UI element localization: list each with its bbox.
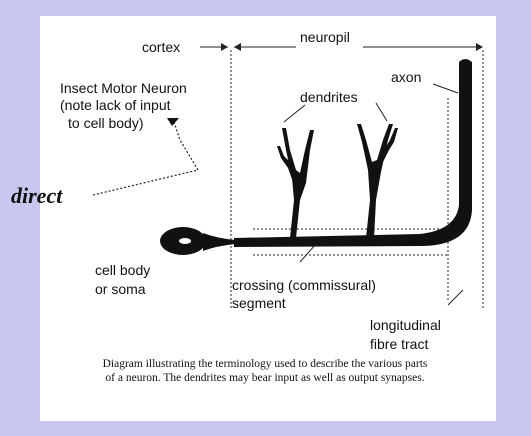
longitudinal-line2: fibre tract [370, 336, 428, 352]
dendrite-right [357, 124, 393, 238]
neuropil-label: neuropil [300, 29, 350, 45]
longitudinal-line1: longitudinal [370, 317, 441, 333]
cell-body-line1: cell body [95, 262, 150, 278]
cortex-arrowhead [221, 43, 228, 51]
cell-body-neck [203, 233, 235, 251]
crossing-pointer-line [300, 244, 316, 262]
neuropil-arrowhead-left [234, 43, 241, 51]
cell-body-line2: or soma [95, 281, 146, 297]
insect-motor-neuron-line3: to cell body) [68, 115, 143, 131]
neuron-main-fibre [234, 59, 472, 247]
crossing-segment-line1: crossing (commissural) [232, 277, 376, 293]
dendrite-pointer-left [284, 105, 305, 122]
direct-label: direct [11, 183, 62, 209]
dendrite-left [282, 128, 314, 238]
insect-motor-neuron-line2: (note lack of input [60, 97, 171, 113]
axon-pointer-line [433, 84, 458, 93]
axon-label: axon [391, 69, 421, 85]
diagram-caption: Diagram illustrating the terminology use… [100, 357, 430, 385]
dendrites-label: dendrites [300, 89, 358, 105]
longitudinal-pointer-line [448, 290, 463, 305]
insect-motor-neuron-line1: Insect Motor Neuron [60, 80, 187, 96]
direct-arrowhead [167, 118, 179, 126]
dendrite-pointer-right [376, 103, 387, 121]
crossing-segment-line2: segment [232, 295, 286, 311]
cortex-label: cortex [142, 39, 180, 55]
cell-nucleus [179, 238, 191, 244]
direct-dotted-path [93, 122, 198, 195]
neuropil-arrowhead-right [476, 43, 483, 51]
